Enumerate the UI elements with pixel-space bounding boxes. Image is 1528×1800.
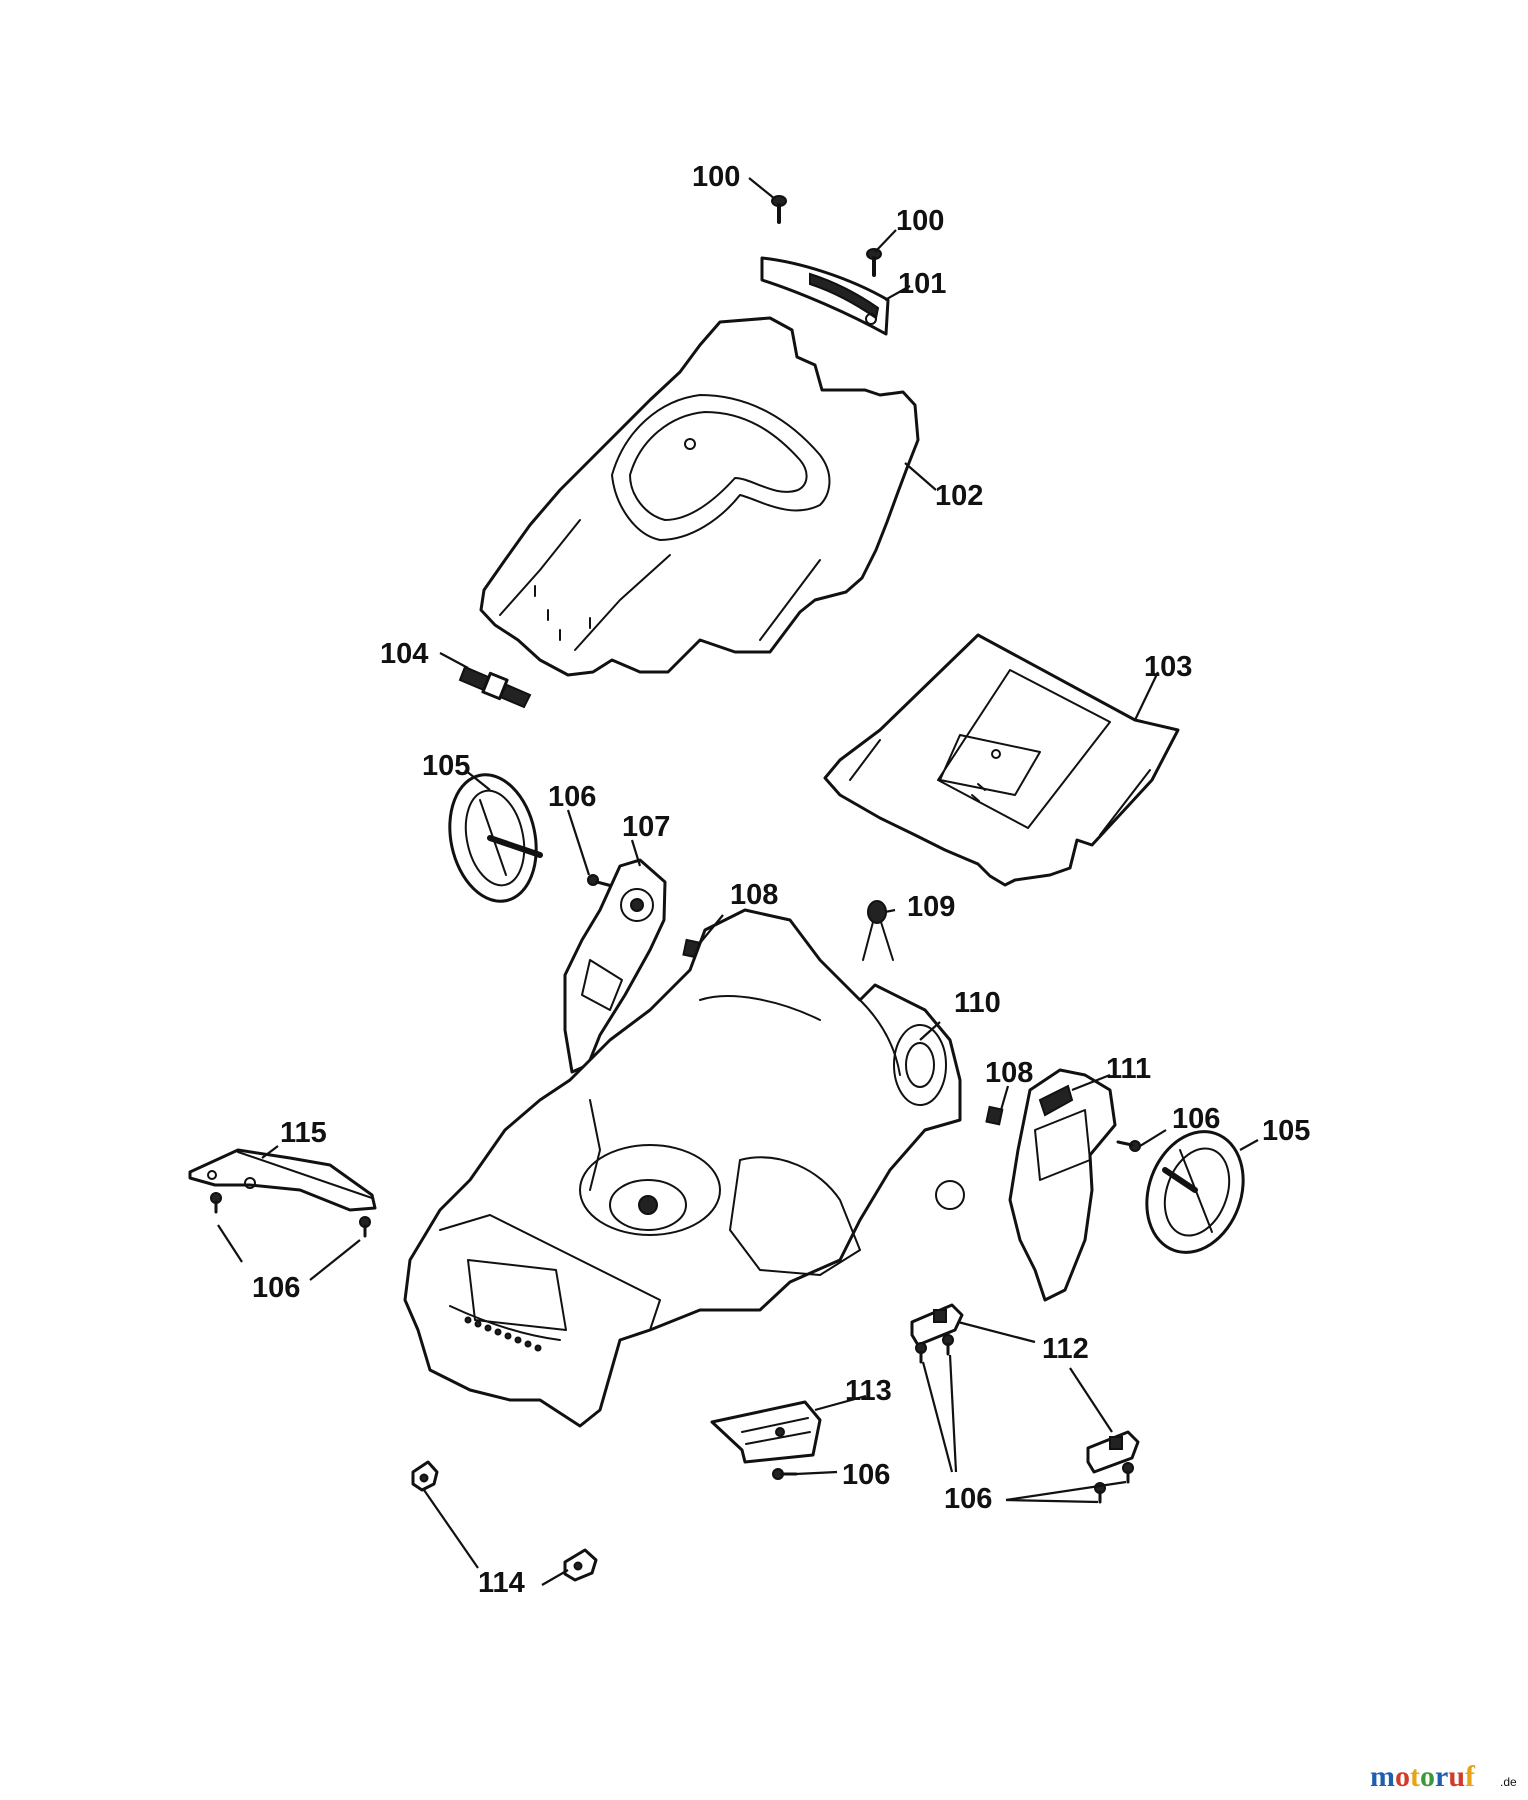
part-102-top-cover [479,316,920,677]
part-111-side-plate-right [1008,1068,1117,1302]
part-107-side-plate-left [563,858,667,1074]
part-106-screw-flap-right [359,1216,371,1238]
part-110-mower-deck [403,908,965,1428]
callout-107: 107 [622,811,670,843]
callout-109: 109 [907,891,955,923]
callout-106-adjuster: 106 [944,1483,992,1515]
callout-104: 104 [380,638,428,670]
part-115-rear-flap [188,1148,377,1212]
part-114-clip-lower [563,1548,598,1582]
deck-vent-dots [464,1316,542,1352]
callout-115: 115 [280,1117,327,1149]
callout-106-plate: 106 [842,1459,890,1491]
part-114-clip-upper [411,1460,439,1492]
watermark-letter: r [1435,1760,1448,1793]
part-106-screw-upper [587,874,614,888]
watermark-letter: u [1448,1760,1465,1793]
part-100-screw-left [771,195,787,224]
callout-101: 101 [898,268,946,300]
part-108-nut-right [985,1105,1004,1126]
callout-108-left: 108 [730,879,778,911]
part-100-screw-right [866,248,882,277]
part-112-adjuster-lower [1086,1430,1140,1474]
callout-114: 114 [478,1567,525,1599]
callout-103: 103 [1144,651,1192,683]
callout-111: 111 [1106,1053,1151,1085]
part-105-wheel-left [448,773,543,903]
part-106-screw-flap-left [210,1192,222,1214]
part-106-screw-right-plate [1116,1140,1141,1152]
watermark-letter: t [1410,1760,1420,1793]
part-106-screws-adjuster [915,1334,1134,1504]
callout-108-right: 108 [985,1057,1033,1089]
part-112-adjuster-upper [910,1303,964,1347]
watermark-letter: f [1465,1760,1476,1793]
callout-102: 102 [935,480,983,512]
part-113-cover-plate [710,1400,822,1464]
watermark-letter: m [1370,1760,1395,1793]
callout-106-upper: 106 [548,781,596,813]
callout-106-flap: 106 [252,1272,300,1304]
part-103-grassbox-lid [823,633,1180,887]
part-101-grip-strip [760,256,890,336]
part-109-spring [862,900,894,961]
callout-112: 112 [1042,1333,1089,1365]
part-104-switch-lever [458,665,532,709]
callout-105-right: 105 [1262,1115,1310,1147]
part-106-screw-plate [772,1468,798,1480]
leader-lines [217,177,1259,1586]
callout-113: 113 [845,1375,892,1407]
watermark-letter: o [1420,1760,1435,1793]
watermark-logo: motoruf .de [1370,1760,1517,1793]
callout-110: 110 [954,987,1001,1019]
part-105-wheel-right [1145,1130,1245,1254]
callout-labels: 100 100 101 102 103 104 105 106 107 108 … [252,161,1310,1599]
watermark-letter: o [1395,1760,1410,1793]
watermark-suffix: .de [1500,1775,1517,1789]
callout-106-right: 106 [1172,1103,1220,1135]
callout-100-top-left: 100 [692,161,740,193]
watermark-wordmark: motoruf [1370,1760,1476,1793]
callout-105-left: 105 [422,750,470,782]
callout-100-top-right: 100 [896,205,944,237]
